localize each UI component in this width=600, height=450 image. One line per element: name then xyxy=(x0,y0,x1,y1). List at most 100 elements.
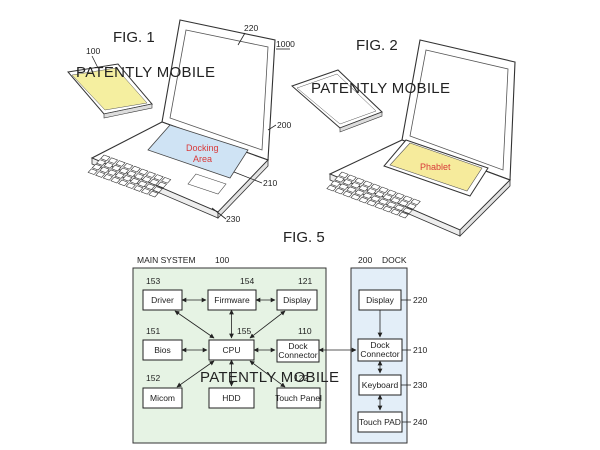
ref-hinge: 200 xyxy=(277,120,291,130)
keyboard-key xyxy=(102,174,114,181)
keyboard-key xyxy=(134,173,145,180)
ref-dock-connector-210: 210 xyxy=(413,345,427,355)
keyboard-key xyxy=(378,186,389,194)
phablet-label: Phablet xyxy=(420,162,451,172)
ref-keyboard: 230 xyxy=(413,380,427,390)
display-label: Display xyxy=(283,295,312,305)
touch-panel-label: Touch Panel xyxy=(275,393,322,403)
keyboard-key xyxy=(123,163,134,170)
ref-micom: 152 xyxy=(146,373,160,383)
ref-dock-210: 210 xyxy=(263,178,277,188)
keyboard-key xyxy=(103,162,114,169)
docking-area xyxy=(147,124,249,179)
micom-label: Micom xyxy=(150,393,175,403)
keyboard-key xyxy=(398,200,409,207)
keyboard-key xyxy=(362,192,373,199)
keyboard-key xyxy=(410,198,421,206)
keyboard-key xyxy=(111,164,122,172)
keyboard-key xyxy=(141,176,152,183)
keyboard-key xyxy=(342,179,353,186)
fig1-laptop: Docking Area xyxy=(87,19,276,219)
keyboard-key xyxy=(398,211,409,219)
cpu-label: CPU xyxy=(223,345,241,355)
watermark-1: PATENTLY MOBILE xyxy=(76,64,215,81)
keyboard-key xyxy=(149,178,160,186)
dock-dock-connector-label-2: Connector xyxy=(360,349,399,359)
fig2-label: FIG. 2 xyxy=(356,37,398,54)
keyboard-key xyxy=(386,201,397,208)
keyboard-key xyxy=(358,196,369,204)
keyboard-key xyxy=(390,208,401,216)
firmware-label: Firmware xyxy=(214,295,250,305)
keyboard-key xyxy=(390,197,401,204)
watermark-3: PATENTLY MOBILE xyxy=(200,369,339,386)
fig2-illustration: FIG. 2 Phablet xyxy=(291,37,516,237)
main-system-ref: 100 xyxy=(215,255,229,265)
keyboard-key xyxy=(118,167,130,175)
dock-ref: 200 xyxy=(358,255,372,265)
keyboard-key xyxy=(378,198,389,205)
keyboard-key xyxy=(138,168,149,176)
keyboard-key xyxy=(118,179,129,187)
main-system-connections xyxy=(174,297,286,388)
ref-dock-display: 220 xyxy=(413,295,427,305)
ref-firmware: 154 xyxy=(240,276,254,286)
keyboard-key xyxy=(96,159,107,166)
keyboard-key xyxy=(100,154,111,162)
keyboard-key xyxy=(402,207,413,214)
ref-touch-panel: 122 xyxy=(294,373,308,383)
keyboard-key xyxy=(402,195,413,203)
dock-block-diagram: 200 DOCK Display Dock Connector Keyboard… xyxy=(350,255,427,444)
fig1-touchpad xyxy=(187,173,227,195)
keyboard-key xyxy=(110,176,121,184)
micom-block xyxy=(142,387,183,409)
dock-title: DOCK xyxy=(382,255,407,265)
driver-label: Driver xyxy=(151,295,174,305)
fig1-keyboard xyxy=(87,154,172,198)
keyboard-key xyxy=(107,169,118,176)
keyboard-key xyxy=(382,205,393,213)
watermark-2: PATENTLY MOBILE xyxy=(311,80,450,97)
keyboard-key xyxy=(330,180,341,187)
keyboard-key xyxy=(114,172,125,179)
ref-touch-pad: 240 xyxy=(413,417,427,427)
keyboard-key xyxy=(145,183,156,190)
keyboard-key xyxy=(87,168,98,175)
keyboard-key xyxy=(358,185,369,192)
keyboard-key xyxy=(354,189,365,196)
keyboard-key xyxy=(382,194,393,201)
fig1-screen xyxy=(169,29,269,151)
keyboard-key xyxy=(326,184,337,192)
keyboard-key xyxy=(350,182,361,189)
keyboard-key xyxy=(107,157,119,164)
hdd-label: HDD xyxy=(222,393,240,403)
main-system-block-diagram: MAIN SYSTEM 100 153 154 121 151 155 110 … xyxy=(132,255,327,444)
ref-cpu: 155 xyxy=(237,326,251,336)
phablet-screen xyxy=(389,142,483,192)
fig2-keyboard xyxy=(326,171,421,219)
fig2-phone xyxy=(291,69,383,133)
keyboard-key xyxy=(346,174,357,182)
bios-label: Bios xyxy=(154,345,171,355)
ref-dock-connector: 110 xyxy=(298,326,312,336)
keyboard-key xyxy=(125,182,136,189)
keyboard-key xyxy=(354,177,365,185)
keyboard-key xyxy=(129,177,141,185)
ref-bios: 151 xyxy=(146,326,160,336)
keyboard-key xyxy=(152,186,163,193)
ref-base-230: 230 xyxy=(226,214,240,224)
keyboard-key xyxy=(406,203,417,210)
fig2-laptop: Phablet xyxy=(326,39,516,237)
keyboard-key xyxy=(386,189,397,197)
keyboard-key xyxy=(374,202,385,210)
ref-system: 1000 xyxy=(276,39,295,49)
docking-area-label-1: Docking xyxy=(186,143,219,153)
touch-panel-block xyxy=(276,387,321,409)
keyboard-key xyxy=(145,171,157,178)
touch-pad-label: Touch PAD xyxy=(359,417,401,427)
keyboard-label: Keyboard xyxy=(362,380,399,390)
keyboard-key xyxy=(366,199,377,207)
keyboard-key xyxy=(148,190,159,198)
